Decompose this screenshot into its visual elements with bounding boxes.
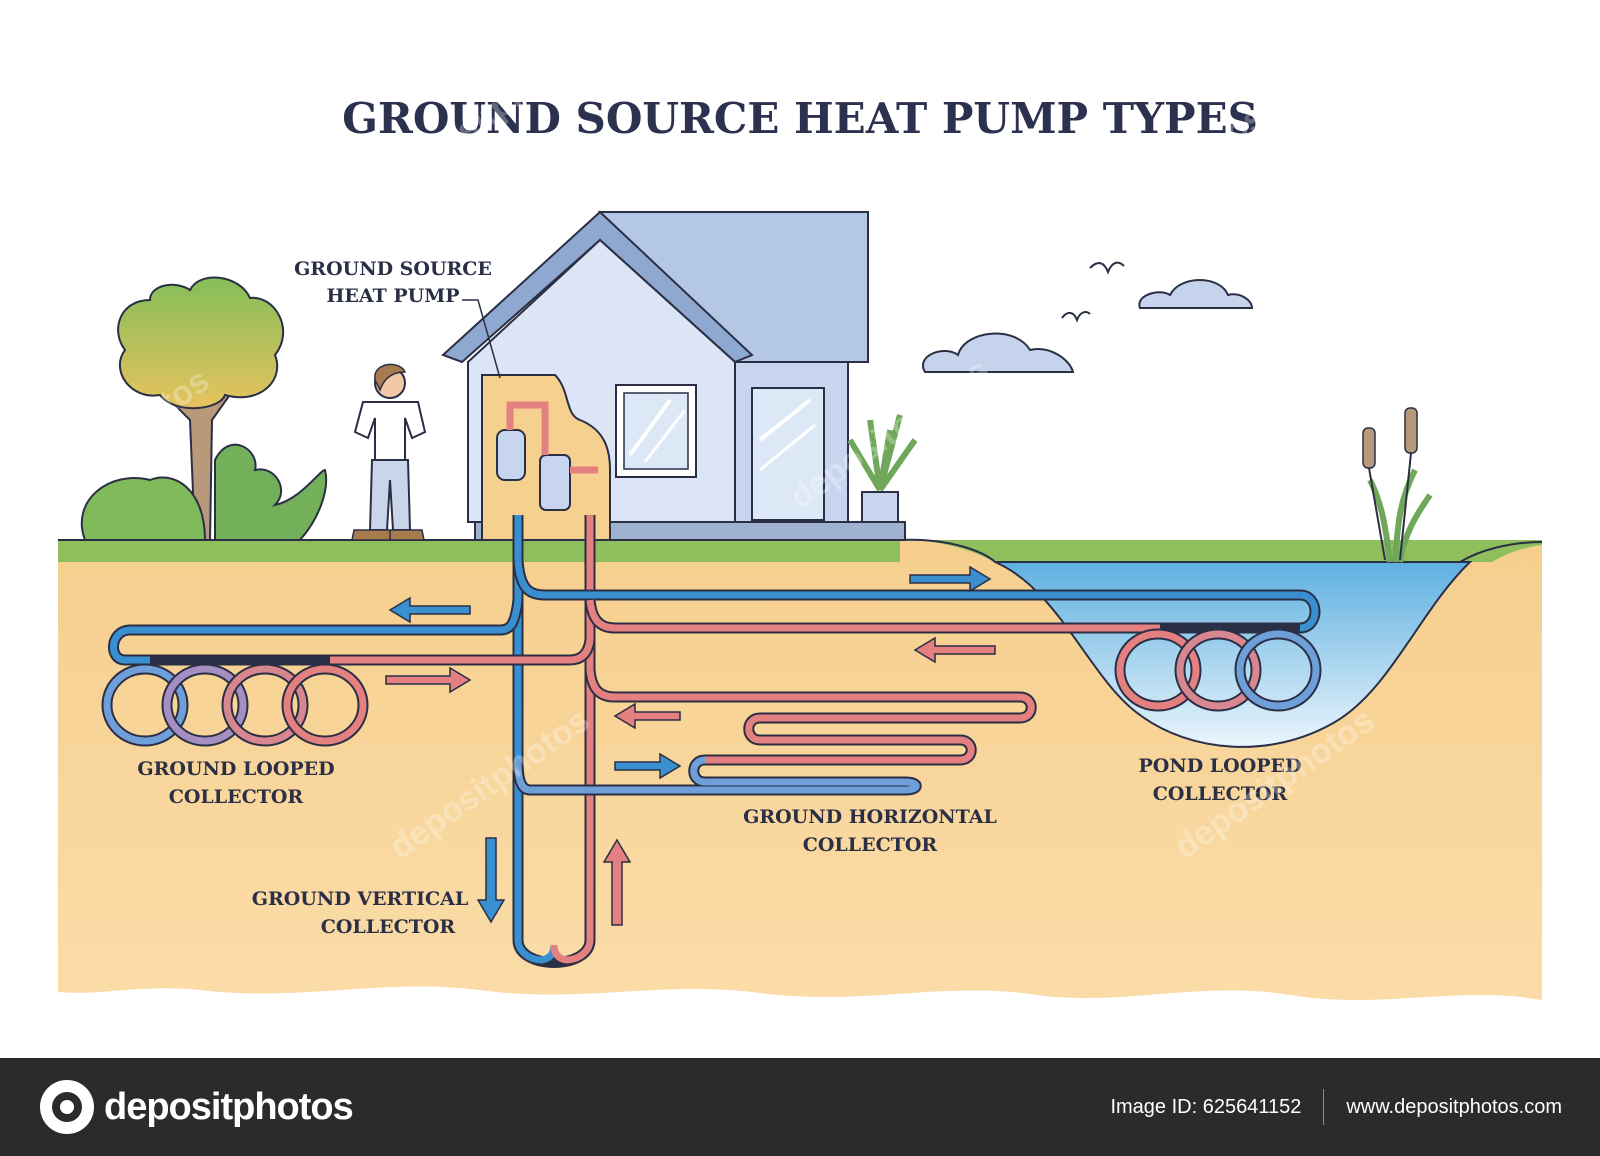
house	[441, 210, 906, 541]
label-pond-looped-line1: POND LOOPED	[1138, 755, 1301, 777]
image-id: Image ID: 625641152	[1110, 1095, 1302, 1118]
arrow-up-red	[602, 838, 632, 926]
divider	[1323, 1089, 1325, 1125]
camera-logo-icon	[40, 1080, 94, 1134]
ground-horizontal-collector	[512, 669, 1037, 796]
label-ground-horizontal-line1: GROUND HORIZONTAL	[743, 806, 997, 828]
label-pond-looped-line2: COLLECTOR	[1153, 783, 1288, 805]
person	[351, 363, 427, 541]
cloud	[1138, 279, 1254, 309]
label-ground-looped-line2: COLLECTOR	[169, 786, 304, 808]
pond-looped-collector	[512, 559, 1322, 712]
arrow-right-red	[385, 666, 472, 694]
diagram-title: GROUND SOURCE HEAT PUMP TYPES	[342, 94, 1258, 143]
arrow-right-blue	[909, 565, 992, 593]
footer-bar: depositphotos Image ID: 625641152 www.de…	[0, 1058, 1600, 1156]
grass	[58, 540, 1542, 562]
flow-arrows	[385, 565, 996, 926]
bird	[1061, 311, 1091, 323]
tree	[80, 276, 328, 541]
ground-vertical-collector	[512, 515, 596, 968]
label-ground-vertical-line1: GROUND VERTICAL	[252, 888, 469, 910]
heat-pump-diagram: GROUND SOURCE HEAT PUMP TYPES	[58, 94, 1543, 1000]
arrow-left-red	[913, 636, 996, 664]
label-heat-pump-line2: HEAT PUMP	[326, 285, 459, 307]
brand-name: depositphotos	[104, 1085, 354, 1128]
label-heat-pump-line1: GROUND SOURCE	[294, 258, 492, 280]
arrow-down-blue	[476, 837, 506, 924]
arrow-right-blue	[614, 752, 682, 780]
label-ground-vertical-line2: COLLECTOR	[321, 916, 456, 938]
label-ground-looped-line1: GROUND LOOPED	[137, 758, 334, 780]
potted-plant	[847, 414, 918, 523]
brand[interactable]: depositphotos	[40, 1080, 354, 1134]
cloud	[922, 332, 1075, 373]
label-ground-horizontal-line2: COLLECTOR	[803, 834, 938, 856]
arrow-left-blue	[388, 596, 471, 624]
pond	[994, 561, 1473, 748]
site-link[interactable]: www.depositphotos.com	[1346, 1095, 1562, 1118]
reeds	[1362, 407, 1433, 563]
ground-looped-collector	[101, 599, 596, 747]
arrow-left-red	[613, 702, 681, 730]
bird	[1089, 261, 1125, 275]
